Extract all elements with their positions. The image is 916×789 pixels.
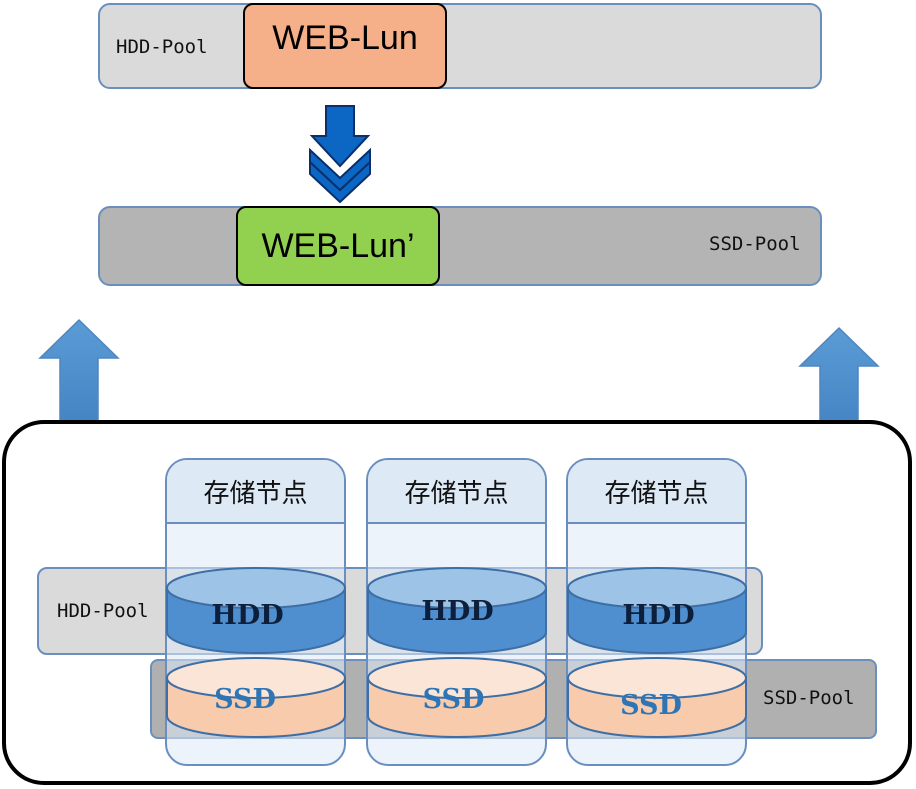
cluster-ssd-pool-label: SSD-Pool	[763, 687, 855, 709]
hdd-disk-icon	[166, 567, 346, 654]
middle-ssd-pool-bar	[98, 206, 822, 286]
ssd-label: SSD	[422, 684, 485, 715]
ssd-label: SSD	[620, 690, 682, 721]
storage-node-title: 存储节点	[568, 460, 745, 524]
ssd-disk-icon	[567, 657, 747, 738]
ssd-disk-icon	[166, 657, 346, 738]
hdd-label: HDD	[622, 600, 695, 631]
hdd-disk-icon	[367, 567, 547, 654]
cluster-hdd-pool-label: HDD-Pool	[57, 600, 149, 622]
top-hdd-pool-label: HDD-Pool	[116, 36, 208, 58]
migration-double-arrow-icon	[309, 105, 371, 204]
top-hdd-pool-bar	[98, 3, 822, 89]
middle-ssd-pool-label: SSD-Pool	[709, 233, 801, 255]
web-lun-box: WEB-Lun	[243, 3, 447, 89]
hdd-label: HDD	[421, 596, 494, 627]
storage-node-title: 存储节点	[167, 460, 344, 524]
web-lun-copy-box: WEB-Lun’	[236, 206, 440, 286]
ssd-disk-icon	[367, 657, 547, 738]
ssd-label: SSD	[214, 684, 276, 715]
hdd-label: HDD	[211, 600, 284, 631]
hdd-disk-icon	[567, 567, 747, 654]
storage-node-title: 存储节点	[368, 460, 545, 524]
